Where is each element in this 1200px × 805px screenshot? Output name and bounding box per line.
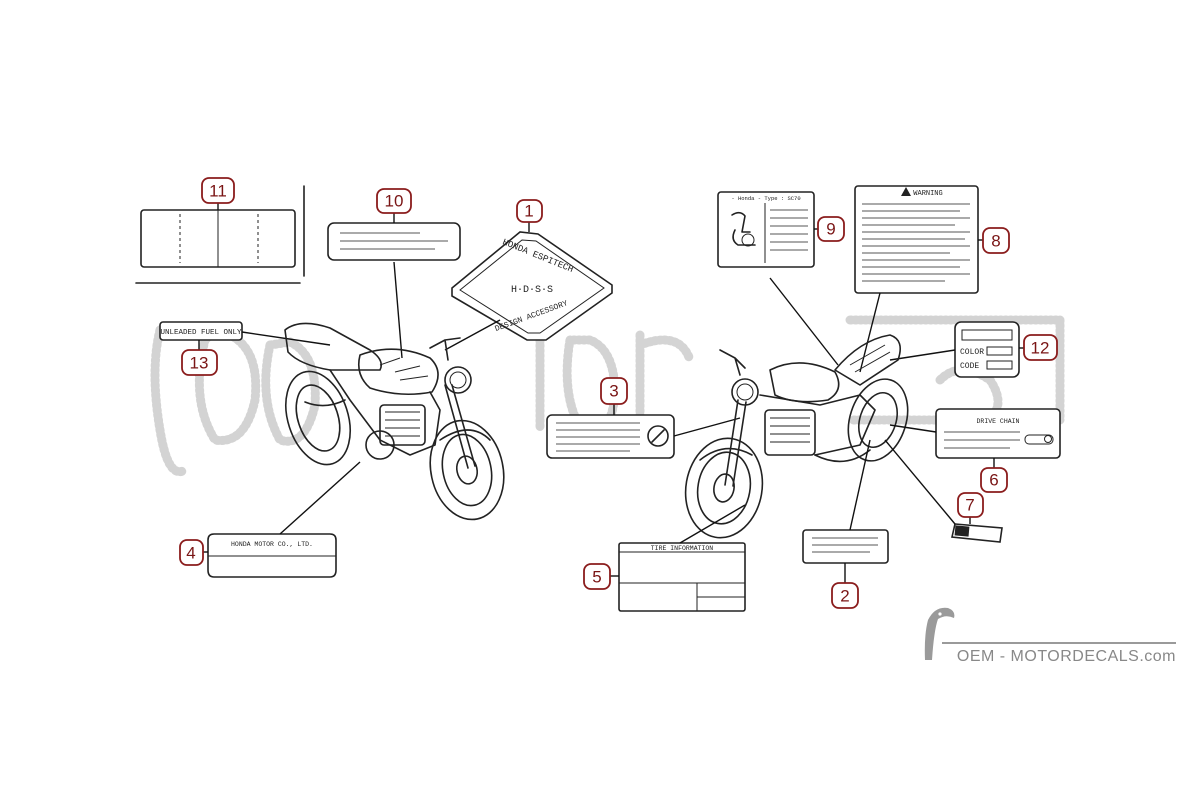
sticker-4: HONDA MOTOR CO., LTD. xyxy=(200,461,361,578)
callout-1: 1 xyxy=(516,199,543,223)
callout-8-number: 8 xyxy=(991,232,1000,251)
sticker-6: DRIVE CHAIN xyxy=(889,408,1061,468)
emblem-1: HONDA ESPITECH H·D·S·S DESIGN ACCESSORY xyxy=(444,222,613,351)
toucan-logo-icon xyxy=(924,607,955,660)
sticker-12: COLOR CODE xyxy=(889,321,1024,378)
callout-11-number: 11 xyxy=(209,182,227,201)
motorcycle-right xyxy=(684,334,909,539)
callout-10: 10 xyxy=(376,188,412,214)
callout-3-number: 3 xyxy=(609,382,618,401)
callout-3: 3 xyxy=(600,377,628,405)
motorcycle-left xyxy=(284,322,505,521)
callout-7: 7 xyxy=(957,492,984,518)
honda-motor-label-text: HONDA MOTOR CO., LTD. xyxy=(231,541,313,548)
callout-6-number: 6 xyxy=(989,471,998,490)
sticker-10 xyxy=(327,213,461,359)
callout-6: 6 xyxy=(980,467,1008,493)
callout-9: 9 xyxy=(817,216,845,242)
sticker-2 xyxy=(802,439,889,583)
callout-4-number: 4 xyxy=(186,544,195,563)
callout-5: 5 xyxy=(583,563,611,590)
callout-2: 2 xyxy=(831,582,859,609)
callout-12-number: 12 xyxy=(1031,339,1050,358)
sticker-3 xyxy=(546,404,741,459)
sticker-7 xyxy=(884,439,1003,543)
callout-1-number: 1 xyxy=(524,202,533,221)
brand-watermark: OEM - MOTORDECALS.com xyxy=(924,607,1176,665)
callout-7-number: 7 xyxy=(965,496,974,515)
code-label-text: CODE xyxy=(960,362,979,371)
emblem-mid-text: H·D·S·S xyxy=(511,285,553,296)
callout-13: 13 xyxy=(181,349,218,376)
callout-13-number: 13 xyxy=(190,354,209,373)
callout-10-number: 10 xyxy=(385,192,404,211)
drive-chain-label-text: DRIVE CHAIN xyxy=(977,418,1020,425)
callout-12: 12 xyxy=(1023,334,1058,361)
callout-2-number: 2 xyxy=(840,587,849,606)
honda-type-text: - Honda - Type : SC70 xyxy=(731,195,800,202)
callout-9-number: 9 xyxy=(826,220,835,239)
sticker-8: WARNING xyxy=(854,185,983,373)
callout-11: 11 xyxy=(201,177,235,204)
brand-watermark-text: OEM - MOTORDECALS.com xyxy=(957,648,1176,665)
sticker-11 xyxy=(135,185,305,284)
unleaded-label-text: UNLEADED FUEL ONLY xyxy=(160,329,242,337)
color-label-text: COLOR xyxy=(960,348,984,357)
callout-5-number: 5 xyxy=(592,568,601,587)
warning-label-text: WARNING xyxy=(913,190,942,198)
sticker-5: TIRE INFORMATION xyxy=(610,504,746,612)
sticker-13: UNLEADED FUEL ONLY xyxy=(159,321,331,350)
sticker-9: - Honda - Type : SC70 xyxy=(717,191,839,366)
tire-info-label-text: TIRE INFORMATION xyxy=(651,545,714,552)
callout-4: 4 xyxy=(179,539,204,566)
callout-8: 8 xyxy=(982,227,1010,254)
